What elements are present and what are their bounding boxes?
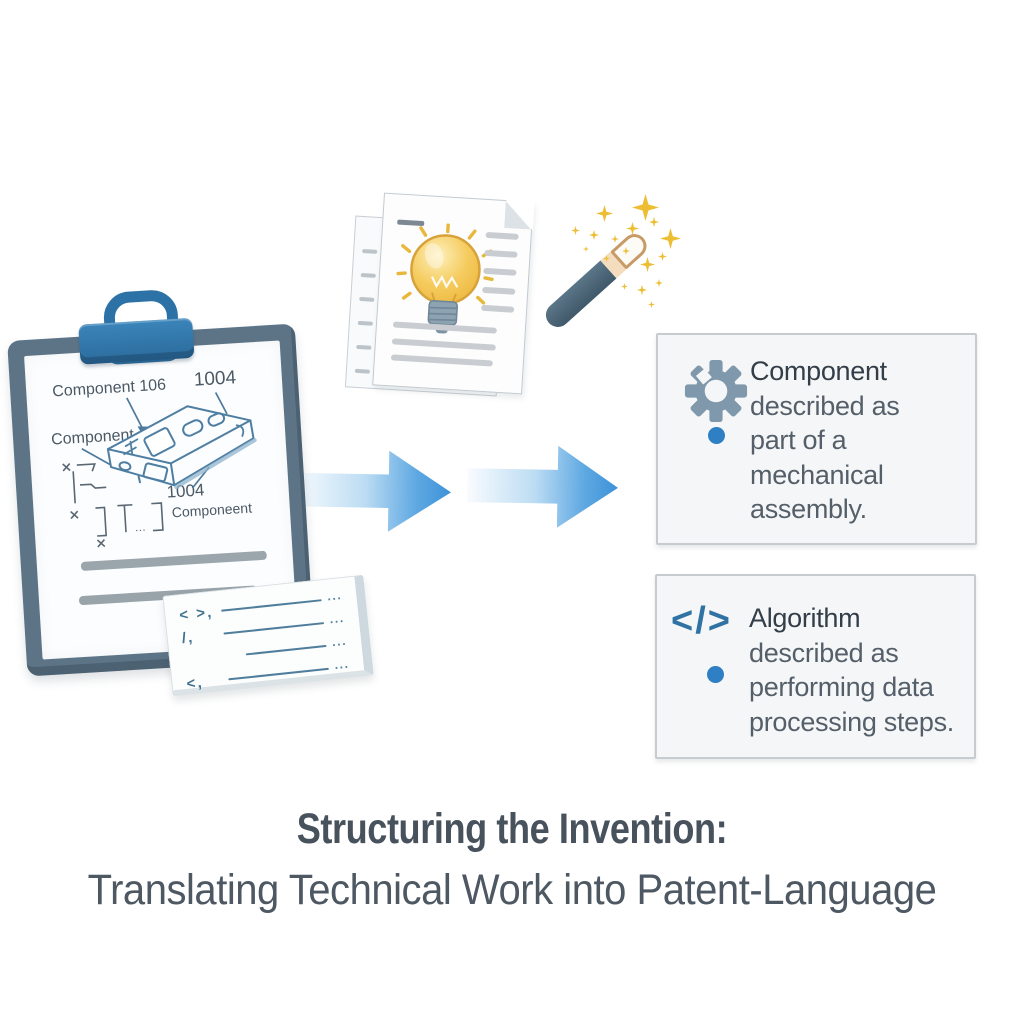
sparkle-icon — [660, 228, 681, 249]
code-dots: ··· — [329, 613, 346, 630]
result-line: described as — [750, 390, 900, 421]
sparkle-icon — [655, 279, 663, 287]
result-line: described as — [749, 637, 899, 668]
clipboard-clip — [78, 317, 195, 365]
result-line: part of a — [750, 425, 847, 455]
sparkle-icon — [583, 246, 589, 252]
sparkle-icon — [621, 283, 628, 290]
code-line — [221, 599, 322, 612]
sparkle-icon — [632, 194, 659, 221]
clipboard-board: Component 106 1004 Component 1004 Compon… — [7, 323, 316, 677]
result-term: Component — [750, 356, 887, 386]
flow-arrow-icon — [294, 446, 452, 537]
result-line: performing data — [749, 672, 934, 702]
sparkle-icon — [611, 235, 619, 243]
figure-label: Component 106 — [52, 377, 167, 401]
result-text: Component described as part of a mechani… — [750, 354, 970, 527]
figure-ref-numeral: 1004 — [193, 367, 237, 391]
text-line — [360, 272, 376, 278]
result-text: Algorithm described as performing data p… — [749, 601, 969, 739]
text-line — [362, 249, 378, 254]
code-glyph: <, — [185, 673, 205, 693]
result-box-component: Component described as part of a mechani… — [656, 333, 977, 545]
code-glyph: < >, — [178, 603, 214, 624]
wand-shaft — [540, 260, 617, 332]
signature-bar — [80, 550, 267, 571]
dimension-marks — [62, 463, 164, 548]
code-line — [223, 622, 325, 635]
code-icon: </> — [671, 600, 732, 642]
text-line — [356, 344, 372, 350]
text-line — [390, 354, 493, 367]
ellipsis-mark: ··· — [135, 524, 147, 537]
gear-icon — [684, 359, 748, 423]
sparkle-icon — [637, 285, 647, 295]
device-line-art — [106, 405, 257, 490]
result-term: Algorithm — [749, 603, 861, 633]
caption-title: Structuring the Invention: — [296, 805, 728, 853]
caption: Structuring the Invention: Translating T… — [0, 805, 1024, 915]
code-glyph — [184, 657, 220, 661]
text-line — [359, 296, 375, 302]
code-dots: ··· — [331, 636, 349, 653]
flow-arrow-icon — [466, 441, 619, 533]
sparkle-icon — [603, 255, 610, 262]
code-glyph: /, — [180, 628, 195, 647]
magic-wand-icon — [540, 228, 652, 332]
bullet-dot — [707, 666, 724, 683]
sparkle-icon — [589, 230, 599, 240]
sparkle-icon — [640, 257, 655, 272]
sparkle-icon — [648, 301, 655, 308]
code-line — [245, 644, 327, 656]
sparkle-icon — [622, 247, 630, 255]
clipboard-illustration: Component 106 1004 Component 1004 Compon… — [5, 282, 318, 683]
result-box-algorithm: </> Algorithm described as performing da… — [655, 574, 976, 759]
code-dots: ··· — [326, 591, 344, 607]
clipboard-paper: Component 106 1004 Component 1004 Compon… — [24, 340, 299, 660]
text-line — [357, 320, 373, 326]
bullet-dot — [708, 427, 725, 444]
sparkle-icon — [571, 226, 580, 235]
figure-label: Componeent — [171, 500, 252, 521]
text-line — [354, 368, 371, 374]
code-line — [228, 667, 329, 681]
result-line: mechanical — [750, 459, 884, 490]
code-snippet-card: < >, ··· /, ··· ··· <, ··· — [162, 574, 374, 697]
result-line: processing steps. — [749, 706, 955, 737]
code-dots: ··· — [334, 659, 351, 676]
sparkle-icon — [658, 252, 667, 261]
caption-subtitle: Translating Technical Work into Patent-L… — [87, 866, 937, 914]
patent-figure-drawing: Component 106 1004 Component 1004 Compon… — [51, 367, 267, 605]
document-front-page — [372, 192, 534, 395]
result-line: assembly. — [750, 494, 867, 524]
figure-label: Component — [51, 427, 135, 449]
sparkle-icon — [649, 217, 659, 227]
sparkle-icon — [596, 205, 613, 222]
